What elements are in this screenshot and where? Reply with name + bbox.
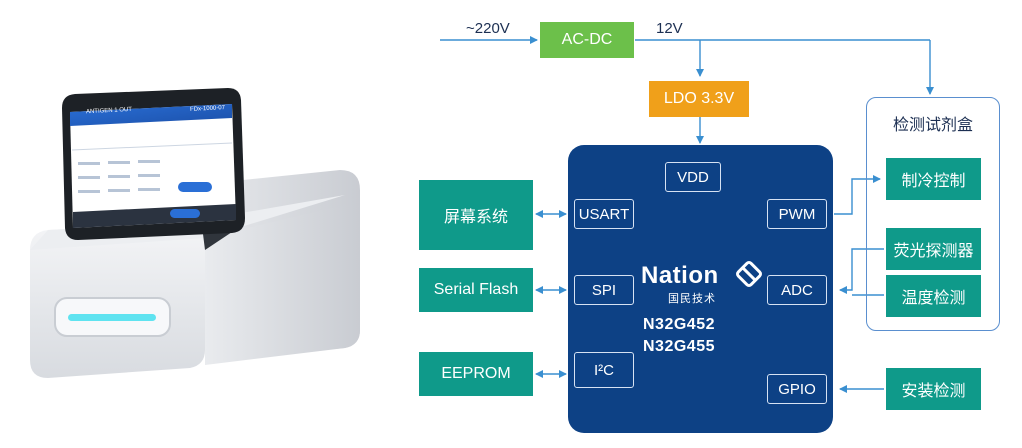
part-number-2: N32G455 [643,338,715,355]
reagent-kit-title: 检测试剂盒 [892,117,973,134]
pin-pwm: PWM [767,199,827,229]
display-system-block: 屏幕系统 [419,180,533,250]
fluorescence-detector-block: 荧光探测器 [886,228,981,270]
serial-flash-block: Serial Flash [419,268,533,312]
pin-spi: SPI [574,275,634,305]
install-detect-block: 安装检测 [886,368,981,410]
pin-vdd: VDD [665,162,721,192]
input-voltage-label: ~220V [466,20,510,37]
brand-name: Nation [641,262,719,289]
pin-i2c: I²C [574,352,634,388]
acdc-block: AC-DC [540,22,634,58]
eeprom-block: EEPROM [419,352,533,396]
ldo-block: LDO 3.3V [649,81,749,117]
brand-name-cn: 国民技术 [668,293,716,305]
device-illustration [30,88,360,378]
pin-adc: ADC [767,275,827,305]
cooling-control-block: 制冷控制 [886,158,981,200]
temperature-detect-block: 温度检测 [886,275,981,317]
pin-usart: USART [574,199,634,229]
rail-voltage-label: 12V [656,20,683,37]
pin-gpio: GPIO [767,374,827,404]
part-number-1: N32G452 [643,316,715,333]
reagent-kit-frame [866,97,1000,331]
nation-logo-icon [736,261,762,287]
